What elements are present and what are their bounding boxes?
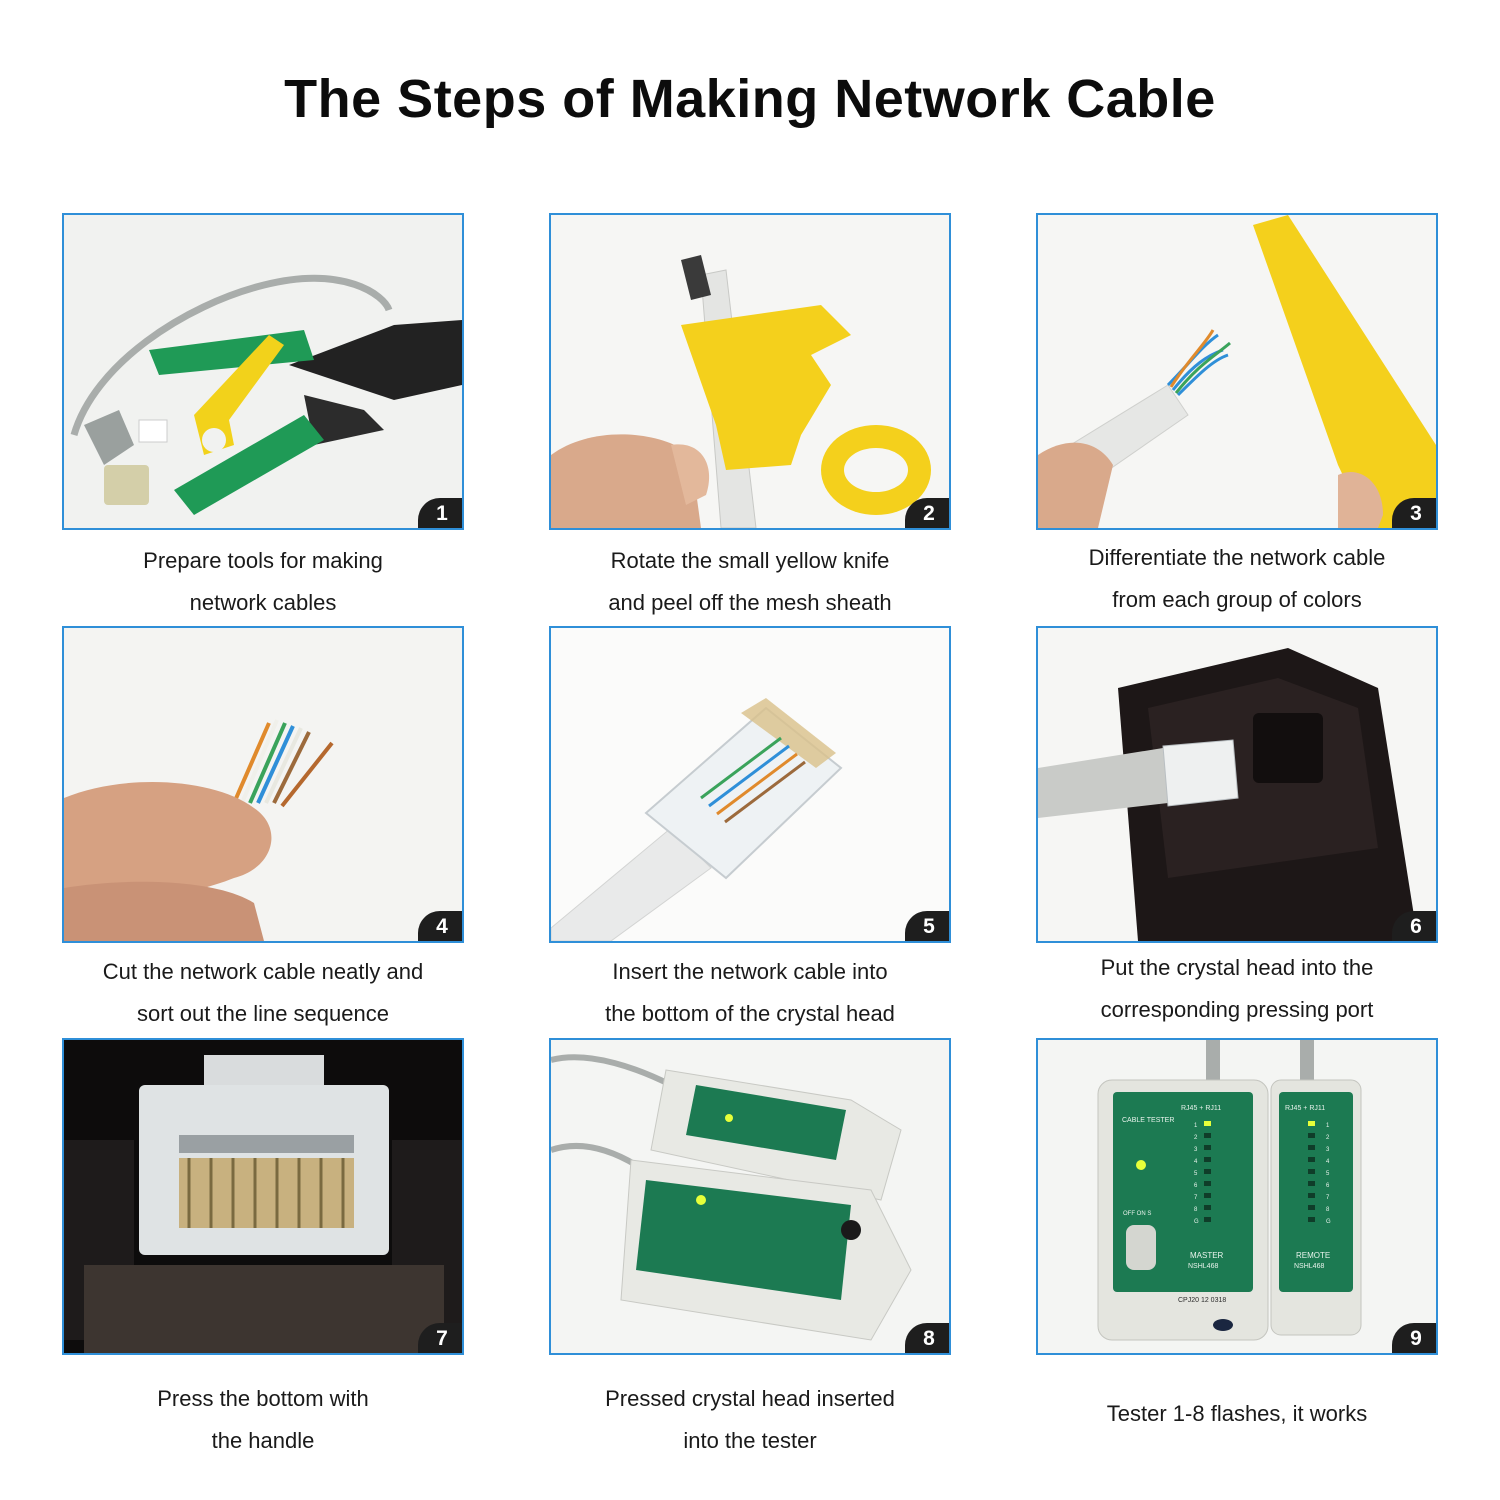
- step-number-badge: 6: [1392, 911, 1436, 941]
- step-caption: Differentiate the network cable from eac…: [1088, 545, 1386, 612]
- tester-title: CABLE TESTER: [1122, 1117, 1174, 1124]
- step-number-badge: 5: [905, 911, 949, 941]
- step-number-badge: 8: [905, 1323, 949, 1353]
- crimper-handle-bottom: [174, 415, 324, 515]
- remote-model: NSHL468: [1294, 1263, 1324, 1270]
- pressed-plug-photo: [64, 1040, 462, 1353]
- step-photo-frame: [62, 626, 464, 943]
- step-photo-frame: [62, 213, 464, 530]
- step-number-badge: 7: [418, 1323, 462, 1353]
- power-led: [1136, 1160, 1146, 1170]
- hand: [1038, 442, 1113, 528]
- rj45-plug: [1162, 739, 1239, 807]
- led-indicator: [1204, 1217, 1211, 1222]
- cable: [1038, 748, 1168, 818]
- step-number-badge: 9: [1392, 1323, 1436, 1353]
- stripper-tool: [1253, 215, 1436, 528]
- tester-switch-label: OFF ON S: [1123, 1211, 1151, 1217]
- led-number: 7: [1326, 1195, 1330, 1201]
- led-indicator: [1308, 1133, 1315, 1138]
- tester-serial: CPJ20 12 0318: [1178, 1297, 1226, 1304]
- step-caption: Pressed crystal head inserted into the t…: [605, 1386, 895, 1453]
- hand: [551, 434, 701, 528]
- led-indicator: [1204, 1205, 1211, 1210]
- tester-ports-label: RJ45 + RJ11: [1181, 1105, 1221, 1112]
- tools-photo: [64, 215, 462, 528]
- tester-working-photo: CABLE TESTER RJ45 + RJ11 RJ45 + RJ11 OFF…: [1038, 1040, 1436, 1353]
- remote-ports-label: RJ45 + RJ11: [1285, 1105, 1325, 1112]
- master-model: NSHL468: [1188, 1263, 1218, 1270]
- step-number-badge: 2: [905, 498, 949, 528]
- hand: [64, 781, 272, 902]
- tester-inserted-photo: [551, 1040, 949, 1353]
- step-number-badge: 1: [418, 498, 462, 528]
- led-indicator: [1204, 1193, 1211, 1198]
- led-number: 5: [1194, 1171, 1198, 1177]
- crystal-head-photo: [551, 628, 949, 941]
- led-number: 6: [1194, 1183, 1198, 1189]
- stripper-tool: [681, 305, 851, 470]
- led-indicator: [1204, 1169, 1211, 1174]
- led-indicator: [1308, 1181, 1315, 1186]
- step-photo-frame: [549, 626, 951, 943]
- led-number: G: [1326, 1219, 1331, 1225]
- step-number-badge: 4: [418, 911, 462, 941]
- led-number: 1: [1326, 1123, 1330, 1129]
- led-number: 2: [1194, 1135, 1198, 1141]
- step-photo-frame: [62, 1038, 464, 1355]
- led-number: 8: [1194, 1207, 1198, 1213]
- master-led-column: 1 2 3 4 5 6 7 8G: [1194, 1121, 1211, 1225]
- led-indicator: [1308, 1121, 1315, 1126]
- led-number: 2: [1326, 1135, 1330, 1141]
- step-caption: Tester 1-8 flashes, it works: [1106, 1401, 1368, 1426]
- page-title: The Steps of Making Network Cable: [284, 69, 1216, 129]
- wires-sorted-photo: [64, 628, 462, 941]
- led-indicator: [1308, 1205, 1315, 1210]
- led-indicator: [1308, 1157, 1315, 1162]
- led-indicator: [1204, 1133, 1211, 1138]
- step-photo-frame: [549, 213, 951, 530]
- stripper-tool: [194, 335, 284, 455]
- step-photo-frame: CABLE TESTER RJ45 + RJ11 RJ45 + RJ11 OFF…: [1036, 1038, 1438, 1355]
- led-number: 3: [1326, 1147, 1330, 1153]
- led-indicator: [1308, 1193, 1315, 1198]
- step-caption: Prepare tools for making network cables: [143, 548, 383, 615]
- led-number: 3: [1194, 1147, 1198, 1153]
- tester-panel-remote: [686, 1085, 846, 1160]
- tester-panel-master: [636, 1180, 851, 1300]
- led-number: 5: [1326, 1171, 1330, 1177]
- sheath-removed-photo: [1038, 215, 1436, 528]
- led-number: G: [1194, 1219, 1199, 1225]
- led-indicator: [1204, 1157, 1211, 1162]
- step-caption: Insert the network cable into the bottom…: [605, 959, 895, 1026]
- led-number: 8: [1326, 1207, 1330, 1213]
- led-number: 7: [1194, 1195, 1198, 1201]
- step-caption: Press the bottom with the handle: [157, 1386, 369, 1453]
- led-number: 1: [1194, 1123, 1198, 1129]
- remote-label: REMOTE: [1296, 1251, 1330, 1260]
- remote-led-column: 1 2 3 4 5 6 7 8G: [1308, 1121, 1331, 1225]
- step-caption: Put the crystal head into the correspond…: [1100, 955, 1374, 1022]
- led-indicator: [1308, 1217, 1315, 1222]
- led-indicator: [1204, 1145, 1211, 1150]
- led-number: 6: [1326, 1183, 1330, 1189]
- led-number: 4: [1326, 1159, 1330, 1165]
- step-photo-frame: [1036, 213, 1438, 530]
- master-label: MASTER: [1190, 1251, 1224, 1260]
- step-caption: Rotate the small yellow knife and peel o…: [608, 548, 892, 615]
- led-indicator: [1204, 1121, 1211, 1126]
- crimp-port-photo: [1038, 628, 1436, 941]
- led-indicator: [1308, 1145, 1315, 1150]
- led-indicator: [1204, 1181, 1211, 1186]
- led-indicator: [1308, 1169, 1315, 1174]
- led-number: 4: [1194, 1159, 1198, 1165]
- stripping-photo: [551, 215, 949, 528]
- step-photo-frame: [1036, 626, 1438, 943]
- step-number-badge: 3: [1392, 498, 1436, 528]
- step-caption: Cut the network cable neatly and sort ou…: [102, 959, 424, 1026]
- step-photo-frame: [549, 1038, 951, 1355]
